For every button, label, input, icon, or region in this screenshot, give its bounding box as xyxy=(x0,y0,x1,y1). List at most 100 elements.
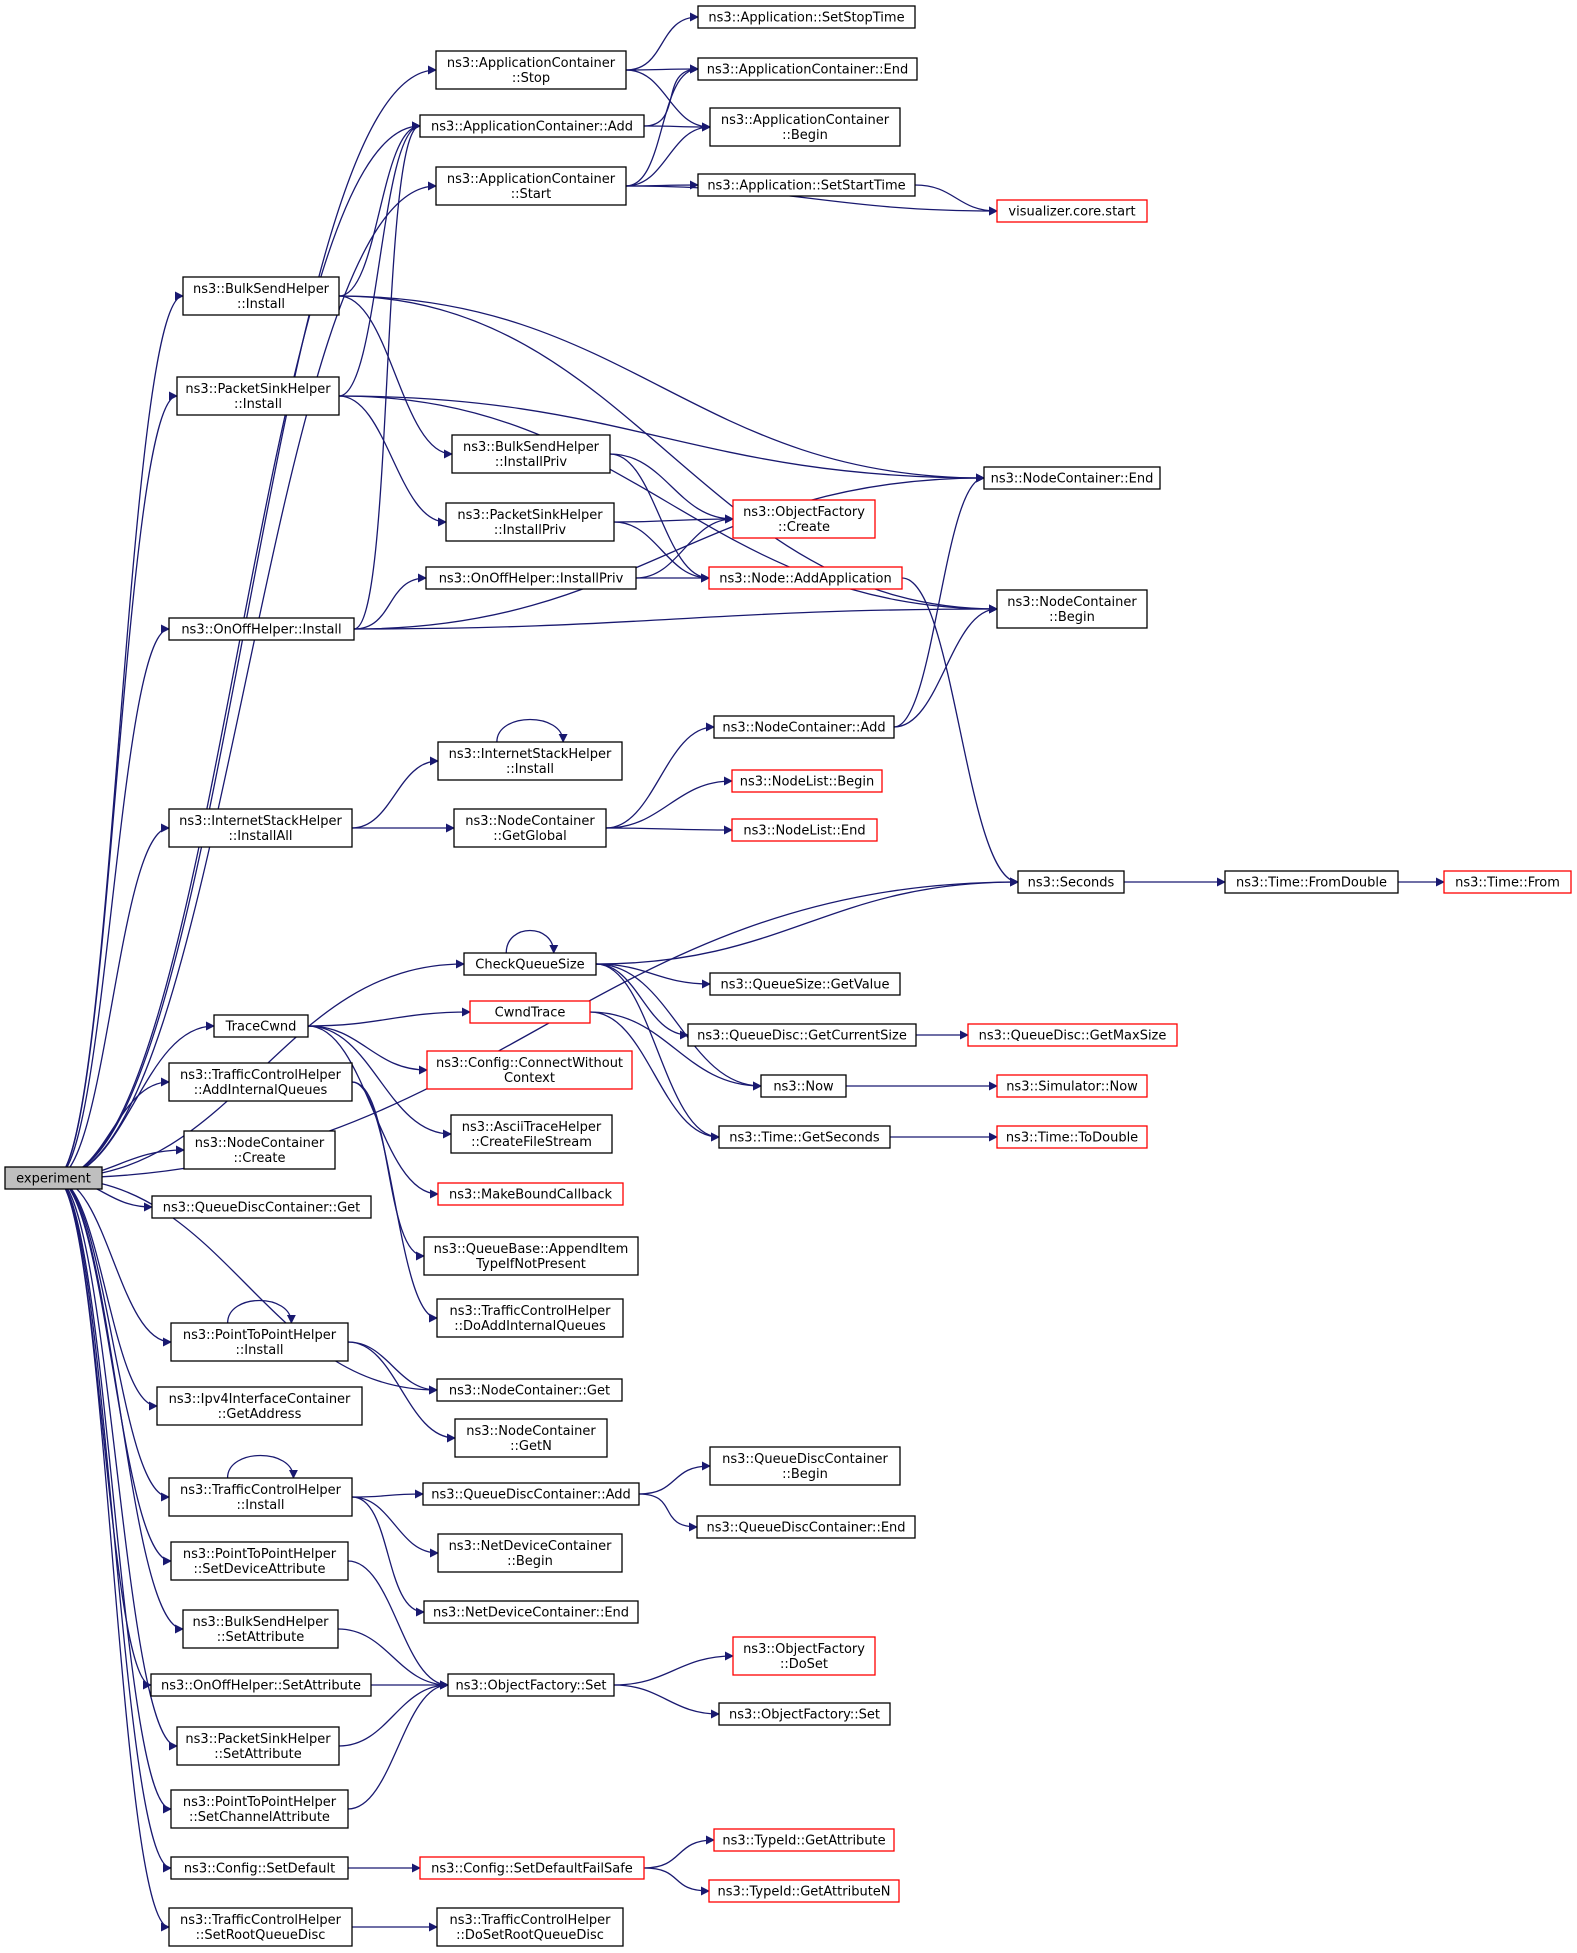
node-label: ns3::ObjectFactory xyxy=(743,505,865,520)
node-label: ns3::Now xyxy=(773,1080,834,1095)
node-nl-begin[interactable]: ns3::NodeList::Begin xyxy=(731,769,883,793)
node-time-fromdouble[interactable]: ns3::Time::FromDouble xyxy=(1224,870,1399,894)
node-p2p-setchannelattr[interactable]: ns3::PointToPointHelper::SetChannelAttri… xyxy=(170,1789,349,1829)
node-app-setstoptime[interactable]: ns3::Application::SetStopTime xyxy=(697,5,916,29)
node-label: ns3::ApplicationContainer::End xyxy=(707,63,908,78)
node-tracecwnd[interactable]: TraceCwnd xyxy=(213,1014,309,1038)
node-label: ::Install xyxy=(237,1498,285,1513)
node-tch-install[interactable]: ns3::TrafficControlHelper::Install xyxy=(168,1477,353,1517)
node-qb-appenditem[interactable]: ns3::QueueBase::AppendItemTypeIfNotPrese… xyxy=(423,1236,639,1276)
edge-qdc-add-to-qdc-end xyxy=(638,1493,698,1532)
node-seconds[interactable]: ns3::Seconds xyxy=(1017,870,1125,894)
node-appc-begin[interactable]: ns3::ApplicationContainer::Begin xyxy=(709,107,901,147)
node-of-create[interactable]: ns3::ObjectFactory::Create xyxy=(732,499,876,539)
node-nl-end[interactable]: ns3::NodeList::End xyxy=(731,818,878,842)
node-tch-setrootqueuedisc[interactable]: ns3::TrafficControlHelper::SetRootQueueD… xyxy=(168,1907,353,1947)
node-config-setdefaultfailsafe[interactable]: ns3::Config::SetDefaultFailSafe xyxy=(419,1856,645,1880)
node-bulk-setattr[interactable]: ns3::BulkSendHelper::SetAttribute xyxy=(182,1609,339,1649)
node-nc-getn[interactable]: ns3::NodeContainer::GetN xyxy=(454,1418,608,1458)
node-ndc-begin[interactable]: ns3::NetDeviceContainer::Begin xyxy=(437,1533,623,1573)
node-label: ns3::BulkSendHelper xyxy=(193,282,330,297)
node-label: ns3::Time::From xyxy=(1455,876,1560,891)
node-nc-add[interactable]: ns3::NodeContainer::Add xyxy=(713,715,895,739)
node-label: ns3::QueueDiscContainer::Add xyxy=(431,1488,631,1503)
node-config-setdefault[interactable]: ns3::Config::SetDefault xyxy=(170,1856,349,1880)
node-time-getseconds[interactable]: ns3::Time::GetSeconds xyxy=(718,1125,891,1149)
node-ndc-end[interactable]: ns3::NetDeviceContainer::End xyxy=(423,1600,639,1624)
node-sim-now[interactable]: ns3::Simulator::Now xyxy=(996,1074,1148,1098)
edge-appc-stop-to-appc-begin xyxy=(625,69,711,132)
node-viz-start[interactable]: visualizer.core.start xyxy=(996,199,1148,223)
node-typeid-getattr[interactable]: ns3::TypeId::GetAttribute xyxy=(713,1828,895,1852)
node-appc-end[interactable]: ns3::ApplicationContainer::End xyxy=(697,57,918,81)
node-label: ::SetAttribute xyxy=(214,1747,302,1762)
node-of-doset[interactable]: ns3::ObjectFactory::DoSet xyxy=(732,1636,876,1676)
edge-appc-start-to-appc-begin xyxy=(625,122,711,187)
node-box xyxy=(436,1298,624,1338)
node-bulk-installpriv[interactable]: ns3::BulkSendHelper::InstallPriv xyxy=(451,434,611,474)
node-label: ns3::ApplicationContainer xyxy=(447,172,616,187)
edge-appc-start-to-viz-start xyxy=(625,185,998,216)
node-qdc-get[interactable]: ns3::QueueDiscContainer::Get xyxy=(151,1195,372,1219)
edge-tch-install-to-ndc-end xyxy=(351,1496,425,1617)
node-qdc-end[interactable]: ns3::QueueDiscContainer::End xyxy=(696,1515,916,1539)
node-label: ns3::QueueBase::AppendItem xyxy=(434,1242,629,1257)
edge-experiment-to-onoff-setattr xyxy=(54,1177,152,1690)
node-label: ns3::TrafficControlHelper xyxy=(180,1483,342,1498)
edge-onoff-install-to-onoff-installpriv xyxy=(353,573,427,630)
node-appc-start[interactable]: ns3::ApplicationContainer::Start xyxy=(435,166,627,206)
node-appc-add[interactable]: ns3::ApplicationContainer::Add xyxy=(419,114,645,138)
node-ascii-createfilestream[interactable]: ns3::AsciiTraceHelper::CreateFileStream xyxy=(450,1114,613,1154)
node-label: ns3::QueueDisc::GetCurrentSize xyxy=(697,1029,907,1044)
node-onoff-installpriv[interactable]: ns3::OnOffHelper::InstallPriv xyxy=(425,566,637,590)
node-label: ns3::OnOffHelper::SetAttribute xyxy=(161,1679,361,1694)
node-now[interactable]: ns3::Now xyxy=(760,1074,847,1098)
node-ish-installall[interactable]: ns3::InternetStackHelper::InstallAll xyxy=(168,808,353,848)
node-cwndtrace[interactable]: CwndTrace xyxy=(469,1000,591,1024)
node-makeboundcallback[interactable]: ns3::MakeBoundCallback xyxy=(437,1182,624,1206)
node-qdc-add[interactable]: ns3::QueueDiscContainer::Add xyxy=(422,1482,640,1506)
node-label: ::Begin xyxy=(1049,610,1095,625)
node-app-setstarttime[interactable]: ns3::Application::SetStartTime xyxy=(697,173,916,197)
node-tch-dosetrootqueuedisc[interactable]: ns3::TrafficControlHelper::DoSetRootQueu… xyxy=(436,1907,624,1947)
node-ipv4-getaddress[interactable]: ns3::Ipv4InterfaceContainer::GetAddress xyxy=(156,1386,363,1426)
node-box xyxy=(1224,870,1399,894)
node-node-addapp[interactable]: ns3::Node::AddApplication xyxy=(708,566,903,590)
node-sink-installpriv[interactable]: ns3::PacketSinkHelper::InstallPriv xyxy=(445,502,615,542)
node-label: ::DoSetRootQueueDisc xyxy=(456,1928,604,1943)
node-qs-getvalue[interactable]: ns3::QueueSize::GetValue xyxy=(709,972,901,996)
node-nc-begin[interactable]: ns3::NodeContainer::Begin xyxy=(996,589,1148,629)
node-nc-getglobal[interactable]: ns3::NodeContainer::GetGlobal xyxy=(453,808,607,848)
node-of-set[interactable]: ns3::ObjectFactory::Set xyxy=(447,1673,615,1697)
node-tch-addinternalqueues[interactable]: ns3::TrafficControlHelper::AddInternalQu… xyxy=(168,1062,353,1102)
node-qd-getmaxsize[interactable]: ns3::QueueDisc::GetMaxSize xyxy=(967,1023,1178,1047)
node-box xyxy=(1443,870,1572,894)
node-sink-setattr[interactable]: ns3::PacketSinkHelper::SetAttribute xyxy=(176,1726,340,1766)
node-p2p-setdeviceattr[interactable]: ns3::PointToPointHelper::SetDeviceAttrib… xyxy=(170,1541,349,1581)
node-checkqueuesize[interactable]: CheckQueueSize xyxy=(463,952,597,976)
node-nc-get[interactable]: ns3::NodeContainer::Get xyxy=(436,1378,623,1402)
node-box xyxy=(419,114,645,138)
node-experiment[interactable]: experiment xyxy=(4,1166,103,1190)
node-onoff-install[interactable]: ns3::OnOffHelper::Install xyxy=(168,617,355,641)
node-tch-doaddinternalqueues[interactable]: ns3::TrafficControlHelper::DoAddInternal… xyxy=(436,1298,624,1338)
node-sink-install[interactable]: ns3::PacketSinkHelper::Install xyxy=(176,376,340,416)
edge-p2p-install-to-nc-get xyxy=(347,1341,438,1395)
node-appc-stop[interactable]: ns3::ApplicationContainer::Stop xyxy=(435,50,627,90)
node-label: ::CreateFileStream xyxy=(471,1135,592,1150)
node-p2p-install[interactable]: ns3::PointToPointHelper::Install xyxy=(170,1322,349,1362)
node-of-set2[interactable]: ns3::ObjectFactory::Set xyxy=(718,1702,891,1726)
node-nc-create[interactable]: ns3::NodeContainer::Create xyxy=(183,1130,336,1170)
node-qdc-begin[interactable]: ns3::QueueDiscContainer::Begin xyxy=(709,1446,901,1486)
node-nc-end[interactable]: ns3::NodeContainer::End xyxy=(983,466,1161,490)
node-ish-install[interactable]: ns3::InternetStackHelper::Install xyxy=(437,741,623,781)
node-label: ns3::NodeList::End xyxy=(743,824,865,839)
node-onoff-setattr[interactable]: ns3::OnOffHelper::SetAttribute xyxy=(150,1673,372,1697)
node-time-todouble[interactable]: ns3::Time::ToDouble xyxy=(996,1125,1148,1149)
node-bulk-install[interactable]: ns3::BulkSendHelper::Install xyxy=(182,276,340,316)
node-typeid-getattrn[interactable]: ns3::TypeId::GetAttributeN xyxy=(708,1879,900,1903)
edge-experiment-to-nc-get xyxy=(54,1177,438,1395)
node-time-from[interactable]: ns3::Time::From xyxy=(1443,870,1572,894)
node-qd-getcurrentsize[interactable]: ns3::QueueDisc::GetCurrentSize xyxy=(687,1023,917,1047)
